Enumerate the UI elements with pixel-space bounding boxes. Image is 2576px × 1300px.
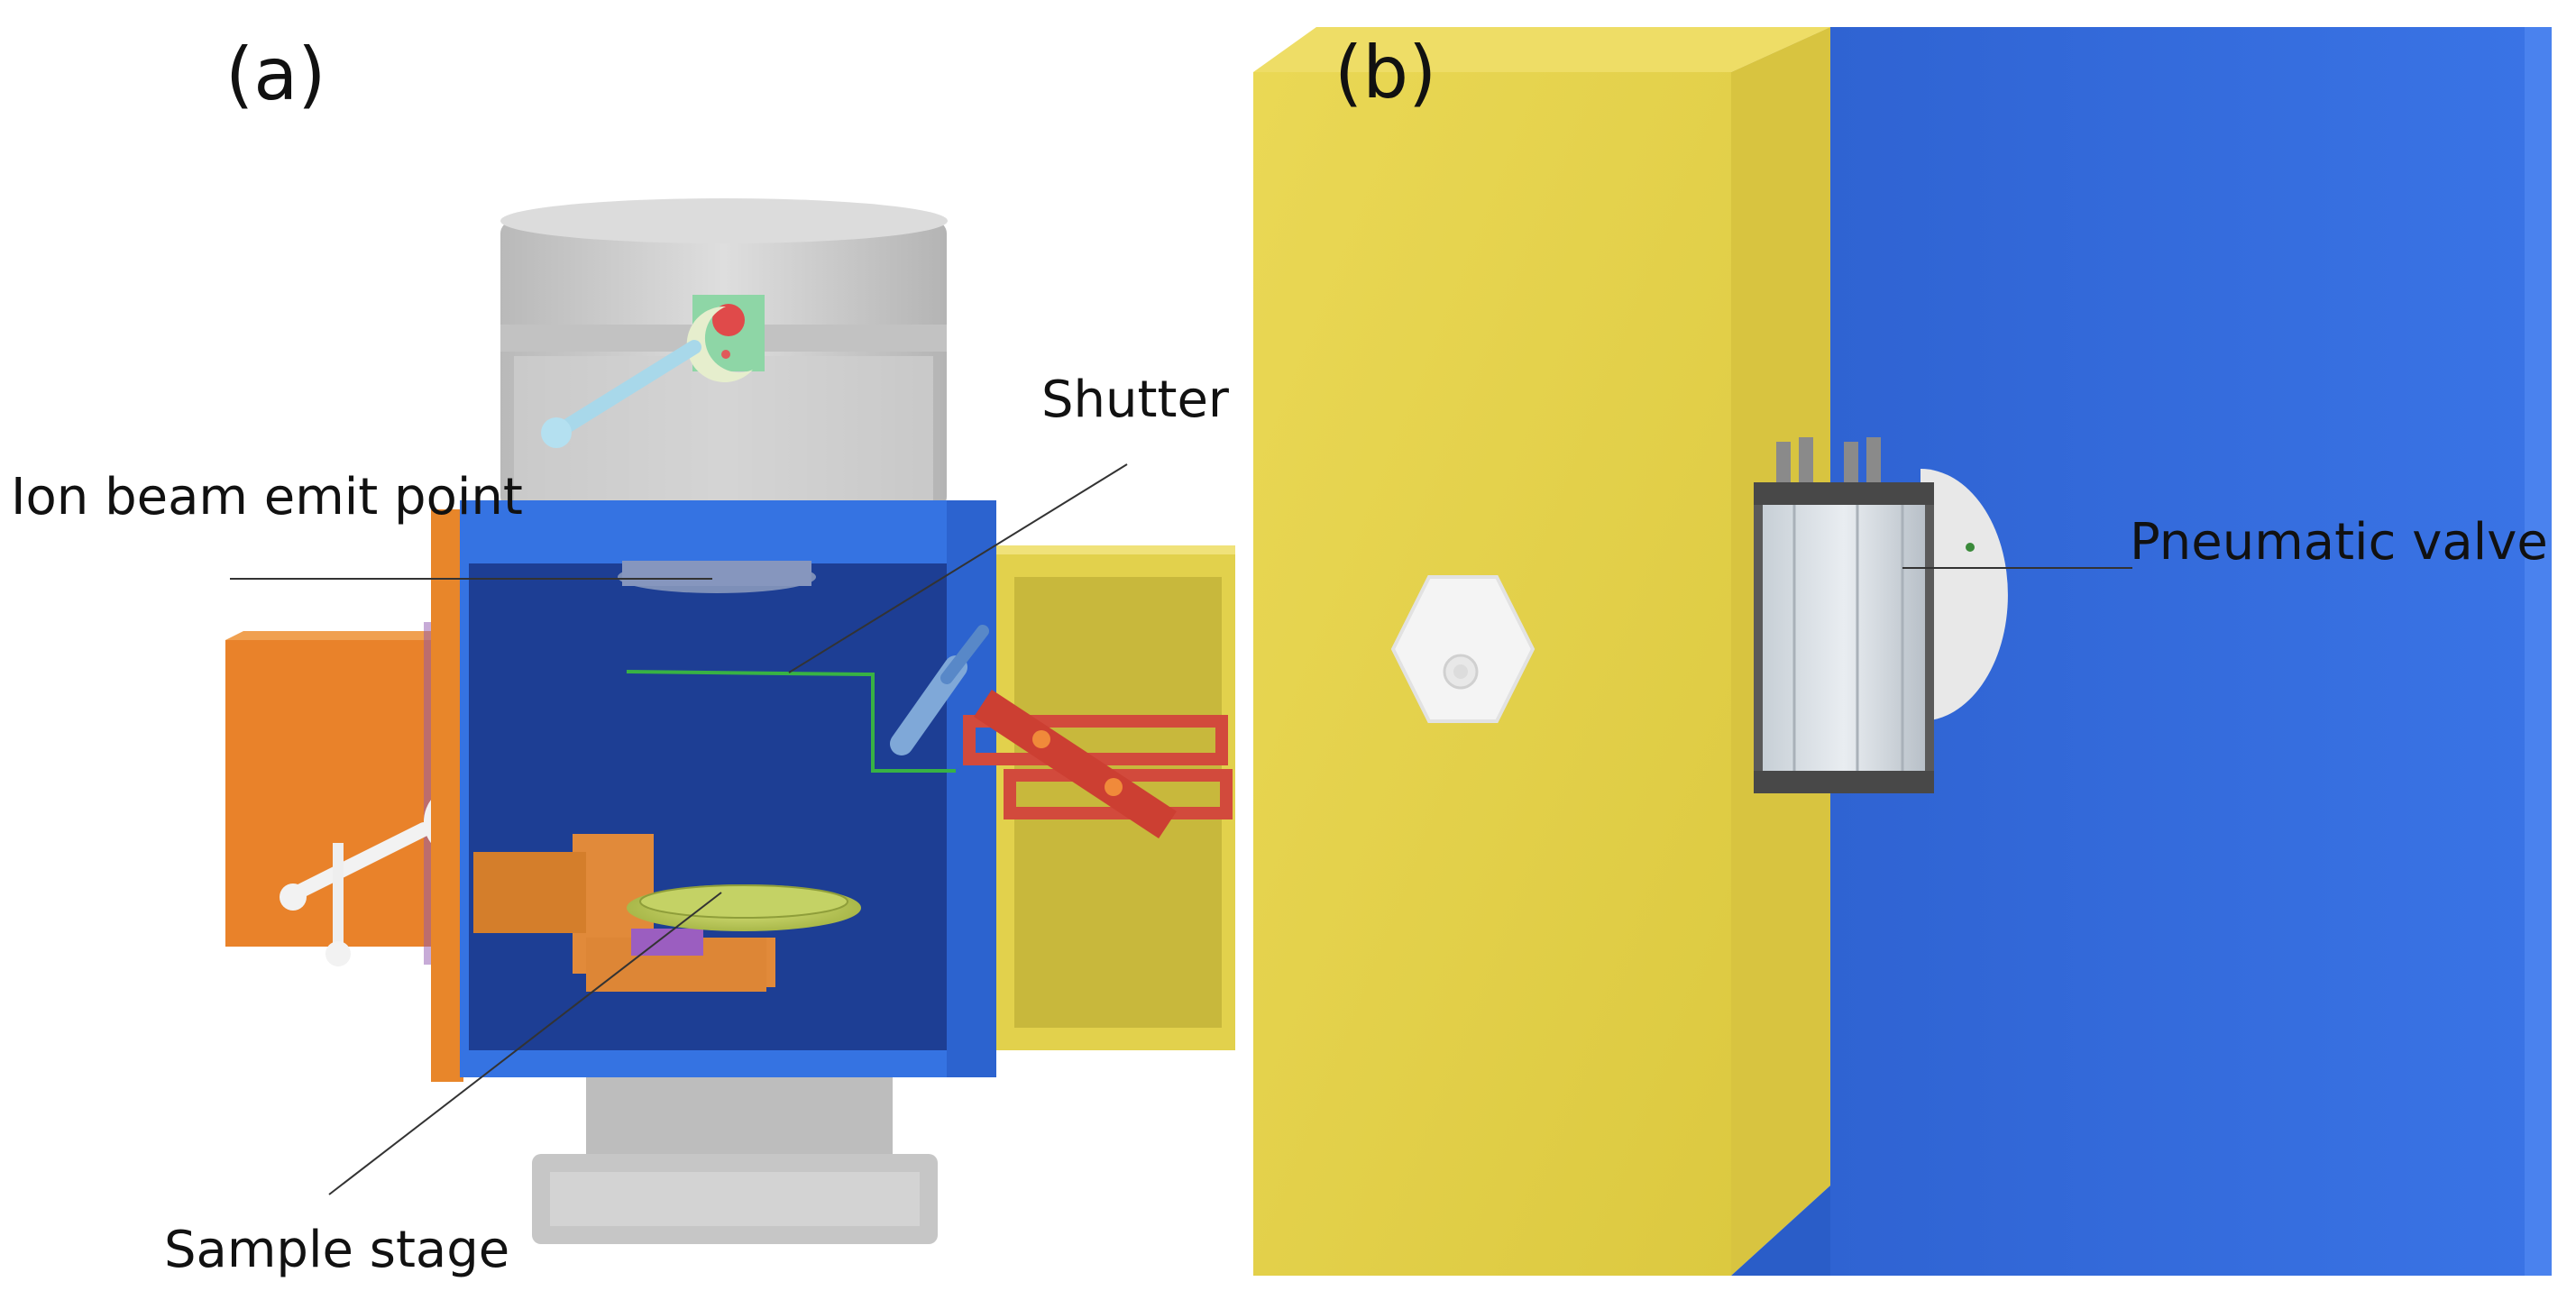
hex-bolt [1390, 575, 1536, 723]
panel-a: (a) Ion beam emit point Shutter Sample s… [11, 32, 1235, 1279]
callout-lines-a [230, 463, 1128, 1195]
front-flange [431, 509, 463, 1082]
top-clamp [541, 295, 765, 448]
top-vacuum-cylinder [500, 198, 948, 509]
shutter-assembly [626, 625, 989, 773]
sample-stage-leader [328, 892, 722, 1195]
panel-a-label: (a) [225, 32, 325, 116]
ion-beam-label: Ion beam emit point [11, 468, 523, 526]
sample-stage [473, 834, 861, 992]
yellow-block [1253, 27, 1830, 1276]
bottom-flange-cylinder [532, 1073, 938, 1244]
pneumatic-valve-label: Pneumatic valve [2130, 513, 2548, 572]
shutter-linkage [963, 689, 1233, 839]
shutter-label: Shutter [1041, 371, 1230, 429]
chamber-door [996, 545, 1235, 1050]
shutter-leader [788, 463, 1128, 673]
panel-b-label: (b) [1334, 31, 1436, 114]
wall-edge [2525, 27, 2552, 1276]
panel-b: (b) Pneumatic valve [1253, 27, 2552, 1276]
sample-stage-label: Sample stage [164, 1221, 509, 1279]
pneumatic-valve [1754, 437, 2008, 793]
